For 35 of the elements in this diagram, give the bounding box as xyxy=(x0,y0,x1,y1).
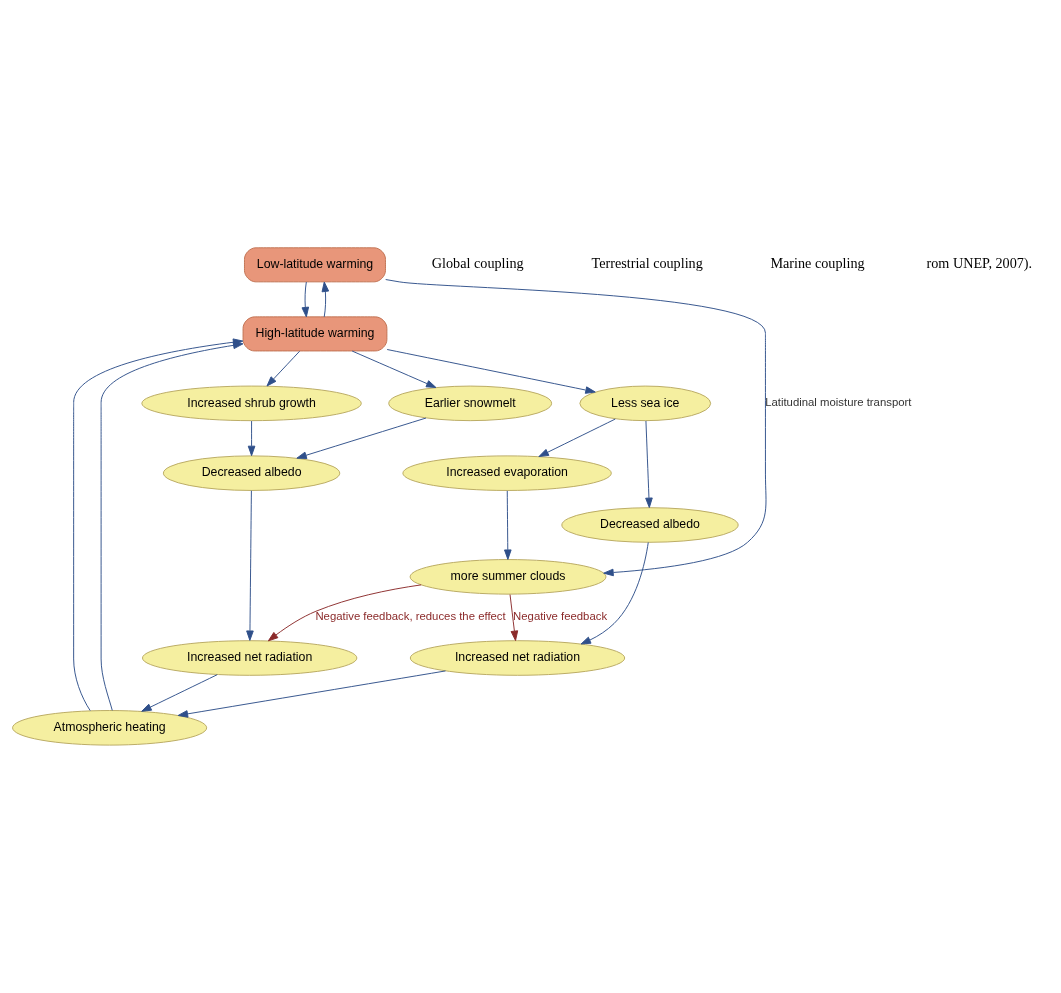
node-ellipse: Increased net radiation xyxy=(409,640,626,676)
arrow xyxy=(301,281,310,318)
node-box: High-latitude warming xyxy=(242,316,388,352)
arrow xyxy=(267,584,422,642)
node-ellipse: Earlier snowmelt xyxy=(388,385,553,422)
arrow xyxy=(504,490,512,560)
label: Global coupling xyxy=(431,255,524,272)
arrow xyxy=(351,350,437,388)
arrow xyxy=(246,490,254,641)
arrow xyxy=(177,670,446,718)
node-ellipse: Increased shrub growth xyxy=(141,385,362,422)
arrow xyxy=(100,341,244,711)
label: Terrestrial coupling xyxy=(591,255,703,272)
arrow xyxy=(538,418,616,458)
edge-label: Negative feedback, reduces the effect xyxy=(315,610,506,623)
arrow xyxy=(296,417,427,459)
edge-label: Latitudinal moisture transport xyxy=(765,396,912,409)
arrow xyxy=(266,350,301,387)
arrow xyxy=(385,279,767,577)
arrow xyxy=(321,281,330,318)
label: rom UNEP, 2007). xyxy=(926,255,1033,272)
edge-label: Negative feedback xyxy=(513,610,608,623)
node-ellipse: Decreased albedo xyxy=(162,455,341,491)
node-ellipse: Increased net radiation xyxy=(142,640,358,676)
node-ellipse: Decreased albedo xyxy=(561,507,739,543)
arrow xyxy=(247,420,256,457)
node-ellipse: more summer clouds xyxy=(409,559,607,595)
arrow xyxy=(386,349,596,394)
arrow xyxy=(509,594,519,641)
node-box: Low-latitude warming xyxy=(244,247,386,283)
arrow xyxy=(580,541,649,645)
arrow xyxy=(645,420,653,508)
label: Marine coupling xyxy=(770,255,865,272)
arrow xyxy=(141,674,218,712)
node-ellipse: Increased evaporation xyxy=(402,455,612,491)
